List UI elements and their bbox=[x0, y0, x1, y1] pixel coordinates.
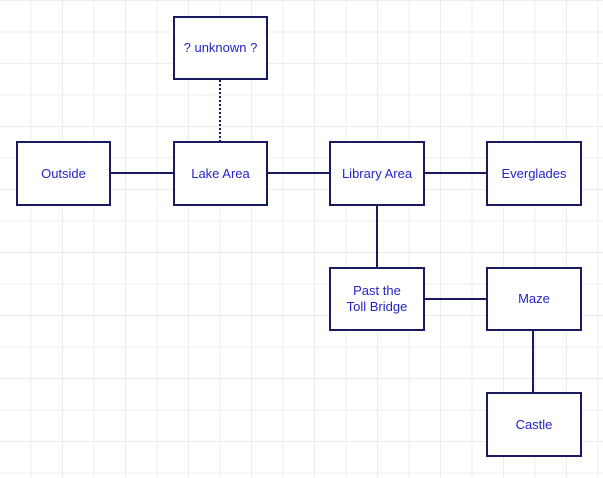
connector-outside-lake bbox=[111, 172, 174, 174]
node-past-the-toll-bridge[interactable]: Past the Toll Bridge bbox=[329, 267, 425, 331]
node-unknown[interactable]: ? unknown ? bbox=[173, 16, 268, 80]
node-everglades[interactable]: Everglades bbox=[486, 141, 582, 206]
connector-unknown-lake bbox=[219, 80, 221, 142]
node-castle[interactable]: Castle bbox=[486, 392, 582, 457]
node-lake-area[interactable]: Lake Area bbox=[173, 141, 268, 206]
connector-library-everglades bbox=[424, 172, 487, 174]
connector-tollbridge-maze bbox=[424, 298, 487, 300]
connector-lake-library bbox=[267, 172, 330, 174]
node-library-area[interactable]: Library Area bbox=[329, 141, 425, 206]
connector-library-tollbridge bbox=[376, 205, 378, 268]
connector-maze-castle bbox=[532, 330, 534, 393]
node-outside[interactable]: Outside bbox=[16, 141, 111, 206]
node-maze[interactable]: Maze bbox=[486, 267, 582, 331]
